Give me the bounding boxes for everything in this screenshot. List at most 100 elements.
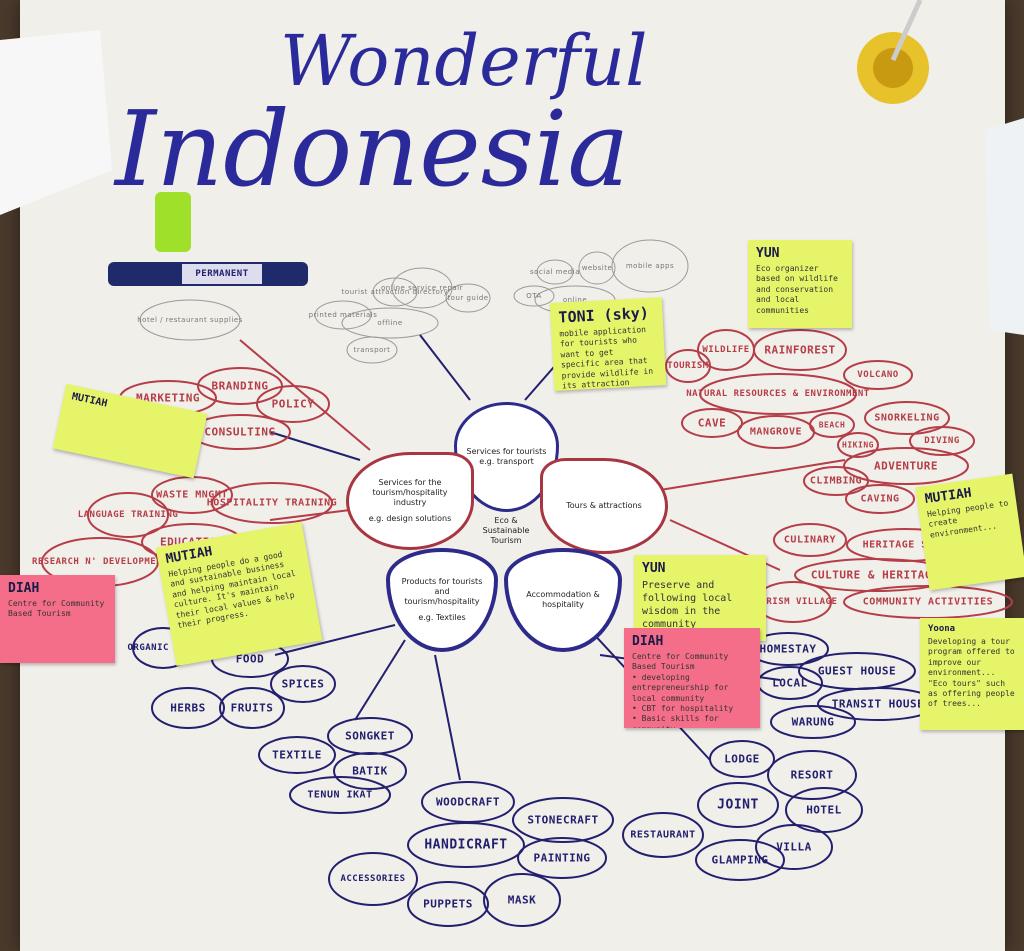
bubble-label: LANGUAGE TRAINING — [77, 510, 179, 520]
sticky-note-yun-top: YUN Eco organizer based on wildlife and … — [748, 240, 852, 328]
bubble-label: PAINTING — [533, 851, 591, 865]
petal-services-tourists-title: Services for tourists — [466, 447, 547, 456]
blue-bubbles-products — [132, 627, 614, 927]
left-paper-sheet — [0, 30, 112, 215]
bubble-label: WOODCRAFT — [435, 795, 501, 809]
bubble-label: SPICES — [281, 677, 325, 691]
sticky-note-diah-left: DIAH Centre for Community Based Tourism — [0, 575, 115, 663]
bubble-label: DIVING — [924, 436, 960, 446]
center-core-text: Eco & Sustainable Tourism — [482, 516, 530, 545]
sticky-note-yoona: Yoona Developing a tour program offered … — [920, 618, 1024, 730]
note-heading: YUN — [642, 561, 666, 576]
grey-label: mobile apps — [625, 262, 675, 270]
note-heading: Yoona — [928, 624, 956, 634]
bubble-label: FOOD — [235, 652, 265, 666]
petal-services-industry: Services for the tourism/hospitality ind… — [346, 452, 474, 550]
bubble-label: CULTURE & HERITAGE — [810, 568, 940, 582]
note-body: Centre for Community Based Tourism • dev… — [632, 652, 734, 728]
flag-pole — [890, 0, 923, 62]
note-body: Developing a tour program offered to imp… — [928, 637, 1015, 709]
grey-label: social media — [530, 268, 580, 276]
bubble-label: SNORKELING — [874, 412, 940, 424]
bubble-label: RESEARCH N' DEVELOPMENT — [31, 557, 169, 567]
bubble-label: CLIMBING — [809, 475, 863, 487]
bubble-label: POLICY — [271, 397, 315, 411]
bubble-label: BATIK — [352, 764, 388, 778]
bubble-label: TOURISM VILLAGE — [748, 597, 838, 607]
bubble-label: ORGANIC FOOD — [127, 643, 199, 653]
note-heading: DIAH — [8, 581, 40, 596]
bubble-label: BRANDING — [211, 379, 269, 393]
marker-label: PERMANENT — [195, 269, 249, 279]
petal-products-example: e.g. Textiles — [418, 613, 466, 622]
bubble-label: NATURAL RESOURCES & ENVIRONMENT — [686, 389, 870, 399]
bubble-label: STONECRAFT — [527, 813, 599, 827]
bubble-label: WARUNG — [791, 715, 835, 729]
bubble-label: ADVENTURE — [873, 459, 939, 473]
bubble-label: LODGE — [724, 752, 760, 766]
grey-bubbles — [139, 239, 689, 364]
bubble-label: GUEST HOUSE — [817, 664, 897, 678]
grey-label: printed materials — [308, 311, 378, 319]
grey-label: hotel / restaurant supplies — [137, 316, 243, 324]
brass-stand-center — [873, 48, 913, 88]
green-eraser — [155, 192, 191, 252]
petal-tours-title: Tours & attractions — [566, 501, 642, 510]
bubble-label: TEXTILE — [272, 748, 322, 762]
note-heading: DIAH — [632, 634, 664, 649]
note-body: mobile application for tourists who want… — [559, 324, 654, 391]
bubble-label: HOSPITALITY TRAINING — [206, 497, 338, 509]
grey-label: offline — [377, 319, 403, 327]
bubble-label: WILDLIFE — [702, 345, 750, 355]
bubble-label: CAVE — [697, 416, 727, 430]
bubble-label: FRUITS — [230, 701, 274, 715]
grey-label: online — [562, 296, 588, 304]
petal-services-industry-example: e.g. design solutions — [368, 514, 452, 523]
bubble-label: ACCESSORIES — [340, 874, 406, 884]
center-core: Eco & Sustainable Tourism — [470, 510, 542, 552]
grey-label: transport — [353, 346, 391, 354]
title-line2: Indonesia — [115, 88, 630, 210]
bubble-label: MANGROVE — [749, 426, 803, 438]
bubble-label: RESORT — [790, 768, 834, 782]
sticky-note-mutiah-right: MUTIAH Helping people to create environm… — [915, 473, 1024, 591]
sticky-note-diah-right: DIAH Centre for Community Based Tourism … — [624, 628, 760, 728]
bubble-label: BEACH — [818, 420, 846, 430]
grey-label: online service repair — [381, 284, 463, 292]
bubble-label: WASTE MNGMT — [156, 489, 228, 501]
bubble-label: HIKING — [842, 440, 874, 450]
sticky-note-yun-bottom: YUN Preserve and following local wisdom … — [634, 555, 766, 641]
note-body: Centre for Community Based Tourism — [8, 599, 105, 619]
bubble-label: HANDICRAFT — [424, 837, 508, 853]
bubble-label: GLAMPING — [711, 853, 769, 867]
note-heading: TONI (sky) — [558, 303, 650, 327]
petal-tours: Tours & attractions — [540, 458, 668, 554]
title-line1: Wonderful — [280, 20, 648, 102]
grey-label: tourist attraction directory — [341, 288, 449, 296]
note-body: Eco organizer based on wildlife and cons… — [756, 264, 838, 315]
bubble-label: JOINT — [717, 797, 759, 813]
bubble-label: HERBS — [170, 701, 206, 715]
petal-products-title: Products for tourists and tourism/hospit… — [401, 577, 483, 606]
bubble-label: VILLA — [776, 840, 812, 854]
bubble-label: MASK — [507, 893, 537, 907]
bubble-label: CONSULTING — [204, 425, 276, 439]
grey-label: OTA — [526, 292, 542, 300]
bubble-label: RAINFOREST — [764, 343, 836, 357]
right-paper-sheet — [985, 118, 1024, 335]
bubble-label: RESTAURANT — [630, 829, 696, 841]
bubble-label: TRANSIT HOUSE — [831, 697, 925, 711]
grey-label: tour guide — [447, 294, 489, 302]
marker-sticker — [182, 264, 262, 284]
petal-services-industry-title: Services for the tourism/hospitality ind… — [372, 478, 448, 507]
bubble-label: CULINARY — [783, 534, 837, 546]
note-body: Preserve and following local wisdom in t… — [642, 580, 733, 630]
bubble-label: SONGKET — [345, 729, 395, 743]
bubble-label: VOLCANO — [857, 370, 899, 380]
bubble-label: HOMESTAY — [759, 642, 817, 656]
bubble-label: HERITAGE SITE — [862, 539, 948, 551]
petal-services-tourists-example: e.g. transport — [479, 457, 534, 466]
